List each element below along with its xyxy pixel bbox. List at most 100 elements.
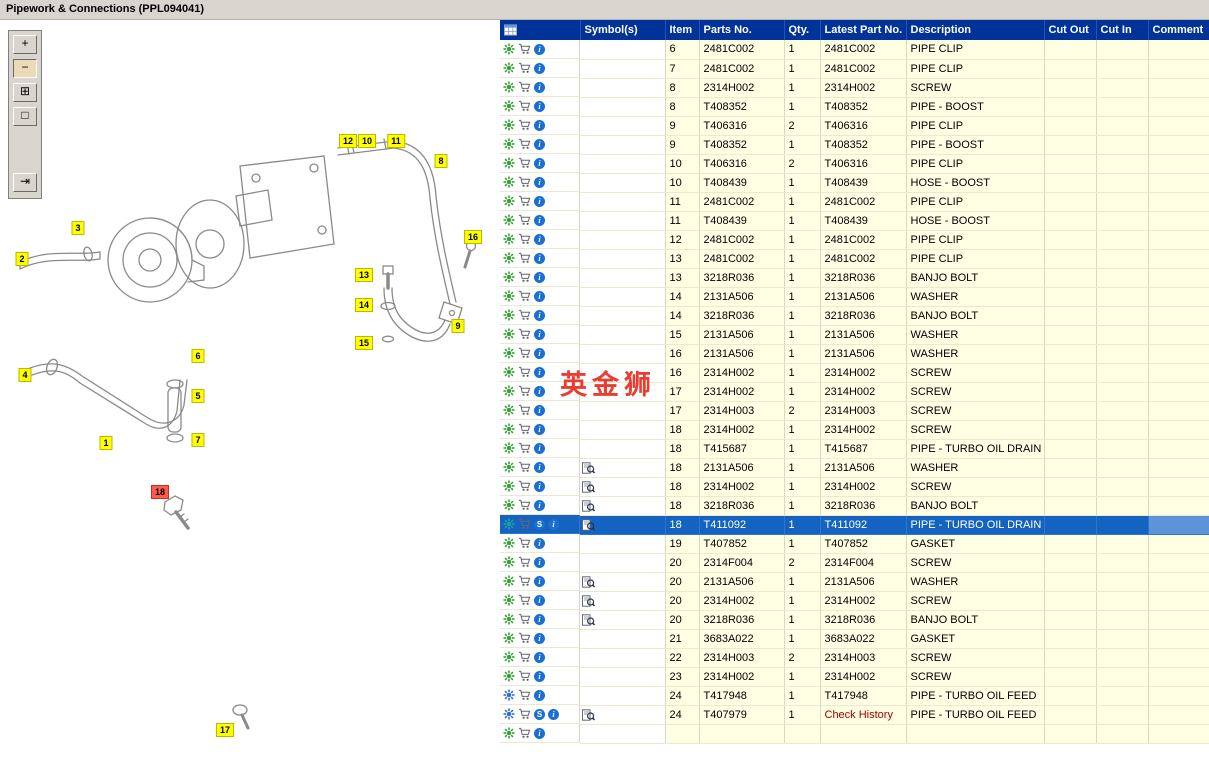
gear-icon[interactable] xyxy=(502,328,515,341)
cart-icon[interactable] xyxy=(518,43,531,56)
gear-icon[interactable] xyxy=(502,62,515,75)
gear-icon[interactable] xyxy=(502,100,515,113)
info-icon[interactable]: i xyxy=(534,252,545,264)
cart-icon[interactable] xyxy=(518,81,531,94)
cart-icon[interactable] xyxy=(518,613,531,626)
gear-icon[interactable] xyxy=(502,119,515,132)
cart-icon[interactable] xyxy=(518,214,531,227)
info-icon[interactable]: i xyxy=(534,233,545,245)
callout-label-17[interactable]: 17 xyxy=(215,723,235,737)
info-icon[interactable]: i xyxy=(548,708,559,720)
callout-label-8[interactable]: 8 xyxy=(434,154,448,168)
info-icon[interactable]: i xyxy=(534,385,545,397)
gear-icon[interactable] xyxy=(502,195,515,208)
doc-magnifier-icon[interactable] xyxy=(582,613,595,626)
doc-magnifier-icon[interactable] xyxy=(582,594,595,607)
info-icon[interactable]: i xyxy=(534,575,545,587)
info-icon[interactable]: i xyxy=(534,480,545,492)
gear-icon[interactable] xyxy=(502,613,515,626)
info-icon[interactable]: i xyxy=(534,309,545,321)
tile-view-button[interactable]: ⊞ xyxy=(13,83,37,102)
gear-icon[interactable] xyxy=(502,556,515,569)
cart-icon[interactable] xyxy=(518,708,531,721)
cart-icon[interactable] xyxy=(518,195,531,208)
info-icon[interactable]: i xyxy=(534,632,545,644)
info-icon[interactable]: i xyxy=(534,347,545,359)
cart-icon[interactable] xyxy=(518,518,531,531)
cart-icon[interactable] xyxy=(518,423,531,436)
cart-icon[interactable] xyxy=(518,157,531,170)
callout-label-6[interactable]: 6 xyxy=(191,349,205,363)
callout-label-11[interactable]: 11 xyxy=(387,134,405,148)
callout-label-9[interactable]: 9 xyxy=(451,319,465,333)
callout-label-14[interactable]: 14 xyxy=(354,298,374,312)
info-icon[interactable]: i xyxy=(534,100,545,112)
info-icon[interactable]: i xyxy=(534,594,545,606)
gear-icon[interactable] xyxy=(502,499,515,512)
info-icon[interactable]: i xyxy=(534,499,545,511)
gear-icon[interactable] xyxy=(502,43,515,56)
cart-icon[interactable] xyxy=(518,233,531,246)
cart-icon[interactable] xyxy=(518,385,531,398)
gear-icon[interactable] xyxy=(502,385,515,398)
doc-magnifier-icon[interactable] xyxy=(582,480,595,493)
cart-icon[interactable] xyxy=(518,290,531,303)
cart-icon[interactable] xyxy=(518,689,531,702)
callout-label-13[interactable]: 13 xyxy=(354,268,374,282)
info-icon[interactable]: i xyxy=(534,537,545,549)
info-icon[interactable]: i xyxy=(534,119,545,131)
info-icon[interactable]: i xyxy=(548,518,559,530)
gear-icon[interactable] xyxy=(502,214,515,227)
gear-icon[interactable] xyxy=(502,461,515,474)
info-icon[interactable]: i xyxy=(534,423,545,435)
info-icon[interactable]: i xyxy=(534,556,545,568)
gear-plus-icon[interactable] xyxy=(502,689,515,702)
info-icon[interactable]: i xyxy=(534,290,545,302)
cart-icon[interactable] xyxy=(518,632,531,645)
gear-icon[interactable] xyxy=(502,157,515,170)
zoom-in-button[interactable]: + xyxy=(13,35,37,54)
gear-icon[interactable] xyxy=(502,309,515,322)
info-icon[interactable]: i xyxy=(534,366,545,378)
callout-label-3[interactable]: 3 xyxy=(71,221,85,235)
info-icon[interactable]: i xyxy=(534,328,545,340)
cart-icon[interactable] xyxy=(518,119,531,132)
gear-icon[interactable] xyxy=(502,233,515,246)
gear-icon[interactable] xyxy=(502,81,515,94)
callout-label-4[interactable]: 4 xyxy=(18,368,32,382)
pan-view-button[interactable]: ⇥ xyxy=(13,173,37,192)
s-badge-icon[interactable]: S xyxy=(534,518,545,530)
gear-icon[interactable] xyxy=(502,138,515,151)
info-icon[interactable]: i xyxy=(534,613,545,625)
doc-magnifier-icon[interactable] xyxy=(582,499,595,512)
cart-icon[interactable] xyxy=(518,461,531,474)
gear-icon[interactable] xyxy=(502,575,515,588)
info-icon[interactable]: i xyxy=(534,176,545,188)
gear-icon[interactable] xyxy=(502,423,515,436)
cart-icon[interactable] xyxy=(518,138,531,151)
cart-icon[interactable] xyxy=(518,347,531,360)
gear-plus-icon[interactable] xyxy=(502,708,515,721)
cart-icon[interactable] xyxy=(518,366,531,379)
cart-icon[interactable] xyxy=(518,537,531,550)
gear-icon[interactable] xyxy=(502,594,515,607)
callout-label-18[interactable]: 18 xyxy=(150,485,170,499)
